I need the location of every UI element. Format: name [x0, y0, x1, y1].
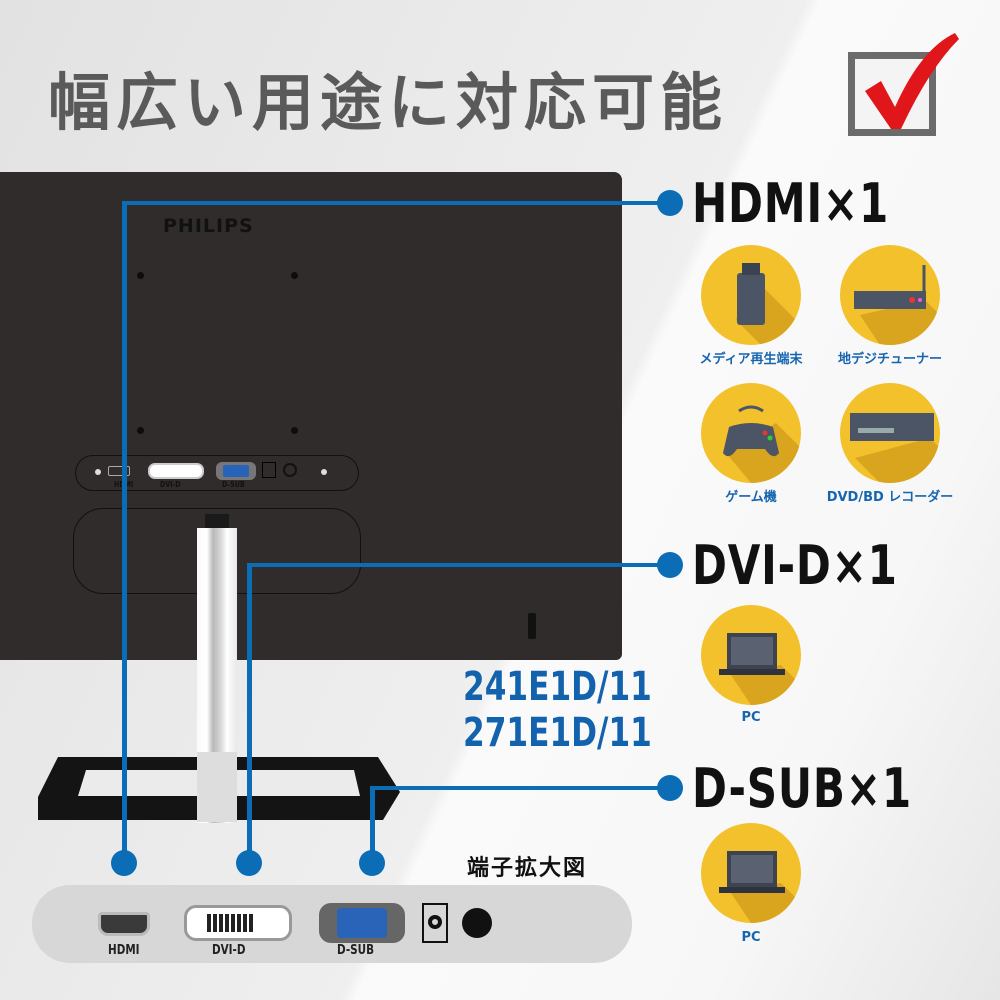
- vga-port-icon: [216, 462, 256, 480]
- dvi-leader-line: [247, 563, 252, 861]
- hdmi-leader-line: [122, 201, 670, 205]
- connector-dot: [657, 190, 683, 216]
- port-label: DVI-D: [160, 480, 181, 489]
- hdmi-port-icon: [98, 912, 150, 936]
- port-label: D-SUB: [222, 480, 245, 489]
- connector-dot: [657, 775, 683, 801]
- power-port-icon: [262, 462, 276, 478]
- checkmark-icon: [848, 33, 959, 136]
- dsub-leader-line: [370, 786, 670, 790]
- audio-port-icon: [462, 908, 492, 938]
- device-label: ゲーム機: [725, 490, 777, 505]
- model-number: 271E1D/11: [463, 710, 652, 756]
- port-label: DVI-D: [212, 943, 246, 958]
- device-label: DVD/BD レコーダー: [826, 490, 954, 505]
- vga-port-icon: [319, 903, 405, 943]
- screw-hole: [137, 427, 144, 434]
- hdmi-count: HDMI×1: [692, 172, 890, 235]
- connector-dot: [359, 850, 385, 876]
- tuner-icon: [840, 245, 940, 345]
- hdmi-leader-line: [122, 201, 127, 861]
- screw-hole: [137, 272, 144, 279]
- device-label: メディア再生端末: [699, 352, 803, 367]
- port-panel: HDMI DVI-D D-SUB: [75, 455, 359, 491]
- pole-cap: [205, 514, 229, 528]
- port-label: HDMI: [108, 943, 140, 958]
- laptop-icon: [701, 605, 801, 705]
- power-port-icon: [422, 903, 448, 943]
- media-stick-icon: [701, 245, 801, 345]
- dvi-port-icon: [184, 905, 292, 941]
- device-label: PC: [741, 930, 761, 945]
- port-label: D-SUB: [337, 943, 375, 958]
- connector-dot: [111, 850, 137, 876]
- hdmi-port-icon: [108, 466, 130, 476]
- screw-hole: [291, 272, 298, 279]
- model-number: 241E1D/11: [463, 664, 652, 710]
- recorder-icon: [840, 383, 940, 483]
- gamepad-icon: [701, 383, 801, 483]
- lock-slot: [528, 613, 536, 639]
- monitor-back: [0, 172, 622, 660]
- device-label: 地デジチューナー: [837, 352, 942, 367]
- device-label: PC: [741, 710, 761, 725]
- dsub-leader-line: [370, 786, 375, 861]
- laptop-icon: [701, 823, 801, 923]
- headline: 幅広い用途に対応可能: [48, 66, 729, 139]
- connector-dot: [657, 552, 683, 578]
- dvi-leader-line: [247, 563, 670, 567]
- dvi-count: DVI-D×1: [692, 534, 898, 597]
- dsub-count: D-SUB×1: [692, 757, 912, 820]
- screw-hole: [291, 427, 298, 434]
- connector-dot: [236, 850, 262, 876]
- port-closeup-panel: HDMI DVI-D D-SUB: [32, 885, 632, 963]
- zoom-title: 端子拡大図: [467, 856, 588, 881]
- stand-base: [38, 752, 400, 822]
- audio-port-icon: [283, 463, 297, 477]
- dvi-port-icon: [148, 463, 204, 479]
- brand-logo: PHILIPS: [163, 215, 254, 237]
